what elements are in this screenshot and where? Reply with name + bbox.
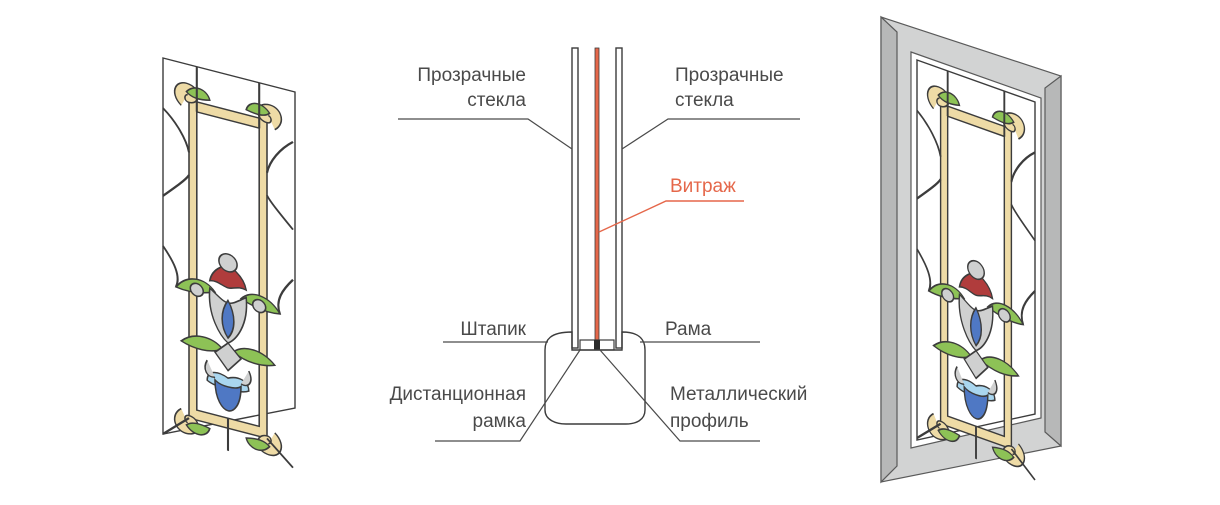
label-stained-glass: Витраж (670, 176, 736, 197)
callout-spacer (435, 349, 581, 442)
label-spacer-line1: Дистанционная (390, 384, 526, 405)
left-glass-pane (571, 47, 579, 349)
cross-section (544, 47, 646, 425)
label-metal-profile-line2: профиль (670, 411, 749, 432)
stained-glass-layer (594, 47, 600, 345)
callout-lines (398, 118, 800, 442)
label-metal-profile-line1: Металлический (670, 384, 807, 405)
label-spacer-line2: рамка (473, 411, 527, 432)
callout-metal-profile (599, 349, 760, 442)
metal-profile (594, 340, 600, 350)
callout-glass-left (398, 118, 573, 150)
left-stained-glass-panel (161, 56, 296, 469)
label-frame: Рама (665, 319, 712, 340)
right-glass-pane (615, 47, 623, 349)
callout-glass-right (621, 118, 800, 150)
frame-profile (544, 331, 646, 425)
callout-stained-glass (598, 200, 744, 233)
frame-side-right (1044, 74, 1062, 448)
frame-side-left (880, 15, 898, 484)
label-glass-right-line2: стекла (675, 90, 734, 111)
label-glass-left-line1: Прозрачные (417, 65, 526, 86)
label-bead: Штапик (460, 319, 526, 340)
labels: Прозрачные стекла Прозрачные стекла Витр… (390, 65, 808, 432)
window-bead (916, 59, 1036, 441)
label-glass-left-line2: стекла (467, 90, 526, 111)
label-glass-right-line1: Прозрачные (675, 65, 784, 86)
right-framed-window (880, 15, 1062, 484)
